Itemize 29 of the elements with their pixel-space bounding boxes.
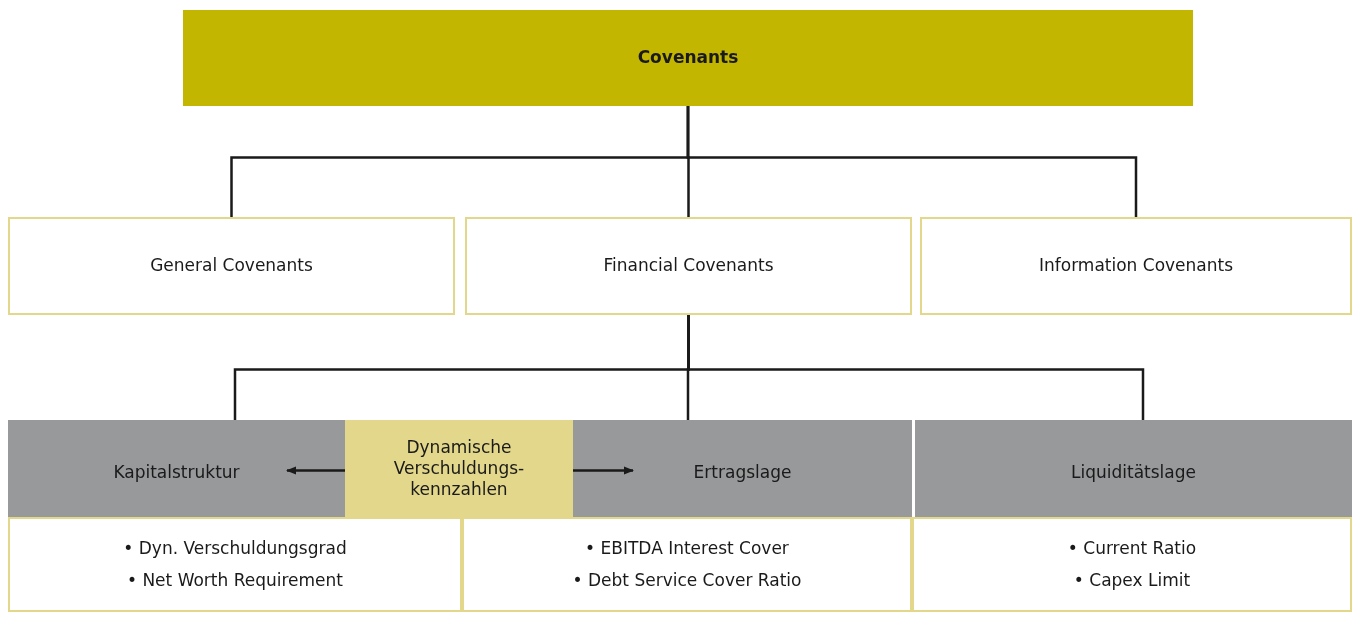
box-label: Covenants xyxy=(637,47,739,69)
connector-line xyxy=(687,315,1145,420)
box-label: Financial Covenants xyxy=(603,255,774,277)
box-label: Kapitalstruktur xyxy=(113,461,240,484)
box-label: Ertragslage xyxy=(693,461,792,484)
category-box xyxy=(8,420,345,517)
category-box xyxy=(573,420,912,517)
list-item: • Net Worth Requirement xyxy=(126,569,344,591)
box-label: Liquiditätslage xyxy=(1071,461,1196,484)
list-item: • Debt Service Cover Ratio xyxy=(572,569,802,591)
list-item: • Current Ratio xyxy=(1067,538,1197,560)
category-box xyxy=(465,217,912,315)
list-box xyxy=(8,517,462,612)
category-box xyxy=(920,217,1352,315)
list-box xyxy=(912,517,1352,612)
list-item: • Dyn. Verschuldungsgrad xyxy=(123,538,347,560)
list-item: • EBITDA Interest Cover xyxy=(585,538,789,560)
category-box xyxy=(915,420,1352,517)
category-box xyxy=(345,420,573,517)
list-box xyxy=(462,517,912,612)
arrow xyxy=(573,466,634,475)
box-label: Dynamische Verschuldungs-kennzahlen xyxy=(392,436,526,501)
arrow xyxy=(286,466,345,475)
connector-line xyxy=(686,106,1138,217)
category-box xyxy=(8,217,455,315)
box-label: Information Covenants xyxy=(1038,255,1234,277)
box-label: General Covenants xyxy=(150,255,313,277)
category-box xyxy=(183,10,1193,106)
list-item: • Capex Limit xyxy=(1073,569,1191,591)
